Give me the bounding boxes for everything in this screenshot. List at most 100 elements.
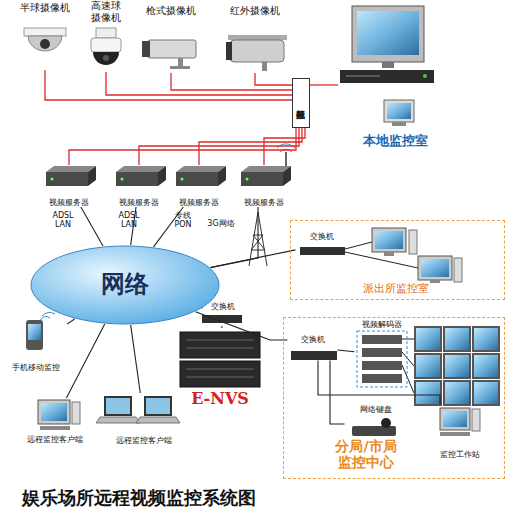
video-server-device (241, 166, 291, 172)
client-pc (40, 426, 70, 430)
node-label: 监控工作站 (440, 450, 480, 459)
video-wall (416, 328, 440, 350)
server-box: 视频服务器 (235, 165, 293, 207)
client-pc (72, 402, 80, 424)
video-cable (106, 72, 292, 95)
decoder-box: 视频解码器 (355, 320, 410, 390)
local-room: 本地监控室 (338, 6, 453, 149)
camera-box: 高速球 摄像机 (85, 0, 127, 72)
node-label: 半球摄像机 (20, 2, 70, 14)
video-server-device (181, 178, 184, 181)
gun-camera (142, 41, 150, 57)
video-wall (445, 382, 469, 404)
workstation-pc (443, 411, 467, 427)
laptop (136, 417, 180, 423)
radio-tower (253, 235, 265, 250)
video-cable (255, 73, 292, 85)
video-cable (310, 84, 338, 85)
network-keyboard (352, 426, 396, 436)
video-server-device (121, 178, 124, 181)
local-monitor (387, 103, 411, 119)
network-link (67, 319, 75, 324)
speed-dome-camera (96, 28, 116, 38)
storage-server (180, 361, 260, 387)
video-wall (472, 326, 500, 352)
monitor-pc (375, 231, 403, 249)
storage-server (186, 340, 254, 341)
video-server-device (176, 166, 226, 172)
laptop (144, 396, 172, 416)
video-wall (443, 326, 471, 352)
workstation-pc (440, 432, 470, 436)
node-label: 枪式摄像机 (146, 5, 196, 17)
infrared-camera (226, 42, 232, 60)
video-server-device (116, 166, 166, 172)
distributor-box: 视频分配器 (292, 78, 310, 128)
gun-camera (142, 40, 196, 69)
node-label: 远程监控客户端 (116, 436, 172, 445)
decoder-stack (362, 348, 402, 357)
client-box: 远程监控客户端 (100, 393, 188, 445)
video-cable (199, 128, 302, 165)
local-monitor (392, 122, 406, 126)
local-monitor (340, 70, 434, 83)
video-wall (414, 326, 500, 406)
video-cable (45, 70, 292, 100)
switch-box: 交换机 (288, 335, 338, 361)
radio-tower (251, 235, 263, 250)
local-monitor (340, 6, 434, 126)
laptop (106, 398, 130, 414)
storage-server (180, 332, 260, 358)
network-link (338, 350, 355, 352)
gun-camera (170, 66, 190, 69)
monitor-pc (372, 228, 406, 252)
decoder-stack (362, 374, 402, 383)
speed-dome-camera (91, 28, 121, 65)
video-wall (474, 328, 498, 350)
video-server-device (46, 166, 96, 172)
local-monitor (346, 76, 380, 77)
video-wall (443, 353, 471, 379)
monitor-pc (372, 228, 462, 283)
wireless-waves (42, 312, 55, 316)
camera-box: 枪式摄像机 (140, 5, 202, 73)
video-wall (472, 380, 500, 406)
storage-server (186, 369, 254, 370)
video-cable (139, 128, 299, 165)
node-label: 视频解码器 (362, 320, 402, 329)
node-label: 网络键盘 (360, 405, 392, 414)
node-label: 网络 (101, 271, 149, 299)
speed-dome-camera (91, 38, 121, 52)
video-server-device (51, 178, 54, 181)
mobile-phone (26, 320, 43, 350)
network-link (81, 207, 103, 246)
node-label: 远程监控客户端 (27, 435, 83, 444)
link-label: 3G网络 (203, 220, 239, 229)
group-heading: 分局/市局 监控中心 (326, 438, 406, 470)
video-server-device (116, 172, 158, 186)
monitor-pc (418, 256, 452, 280)
mobile-phone (28, 324, 41, 340)
switch-box: 交换机 (200, 302, 245, 326)
local-monitor (352, 6, 424, 62)
switch-box: 交换机 (296, 232, 348, 258)
video-cable (264, 128, 305, 165)
link-label: ADSL LAN (50, 212, 76, 230)
switch-device (291, 351, 337, 360)
video-server-device (116, 166, 166, 186)
workstation-box: 监控工作站 (425, 405, 495, 460)
video-server-device (46, 166, 96, 186)
infrared-camera (230, 40, 284, 62)
video-wall (414, 326, 442, 352)
video-wall (445, 355, 469, 377)
infrared-camera (226, 35, 287, 71)
dome-camera (24, 28, 66, 51)
video-wall (474, 382, 498, 404)
group-heading: 派出所监控室 (346, 283, 446, 296)
monitor-pc (430, 280, 440, 283)
node-label: 高速球 摄像机 (85, 0, 127, 23)
network-link (330, 361, 345, 425)
client-box: 手机移动监控 (5, 318, 67, 372)
video-wall (445, 328, 469, 350)
